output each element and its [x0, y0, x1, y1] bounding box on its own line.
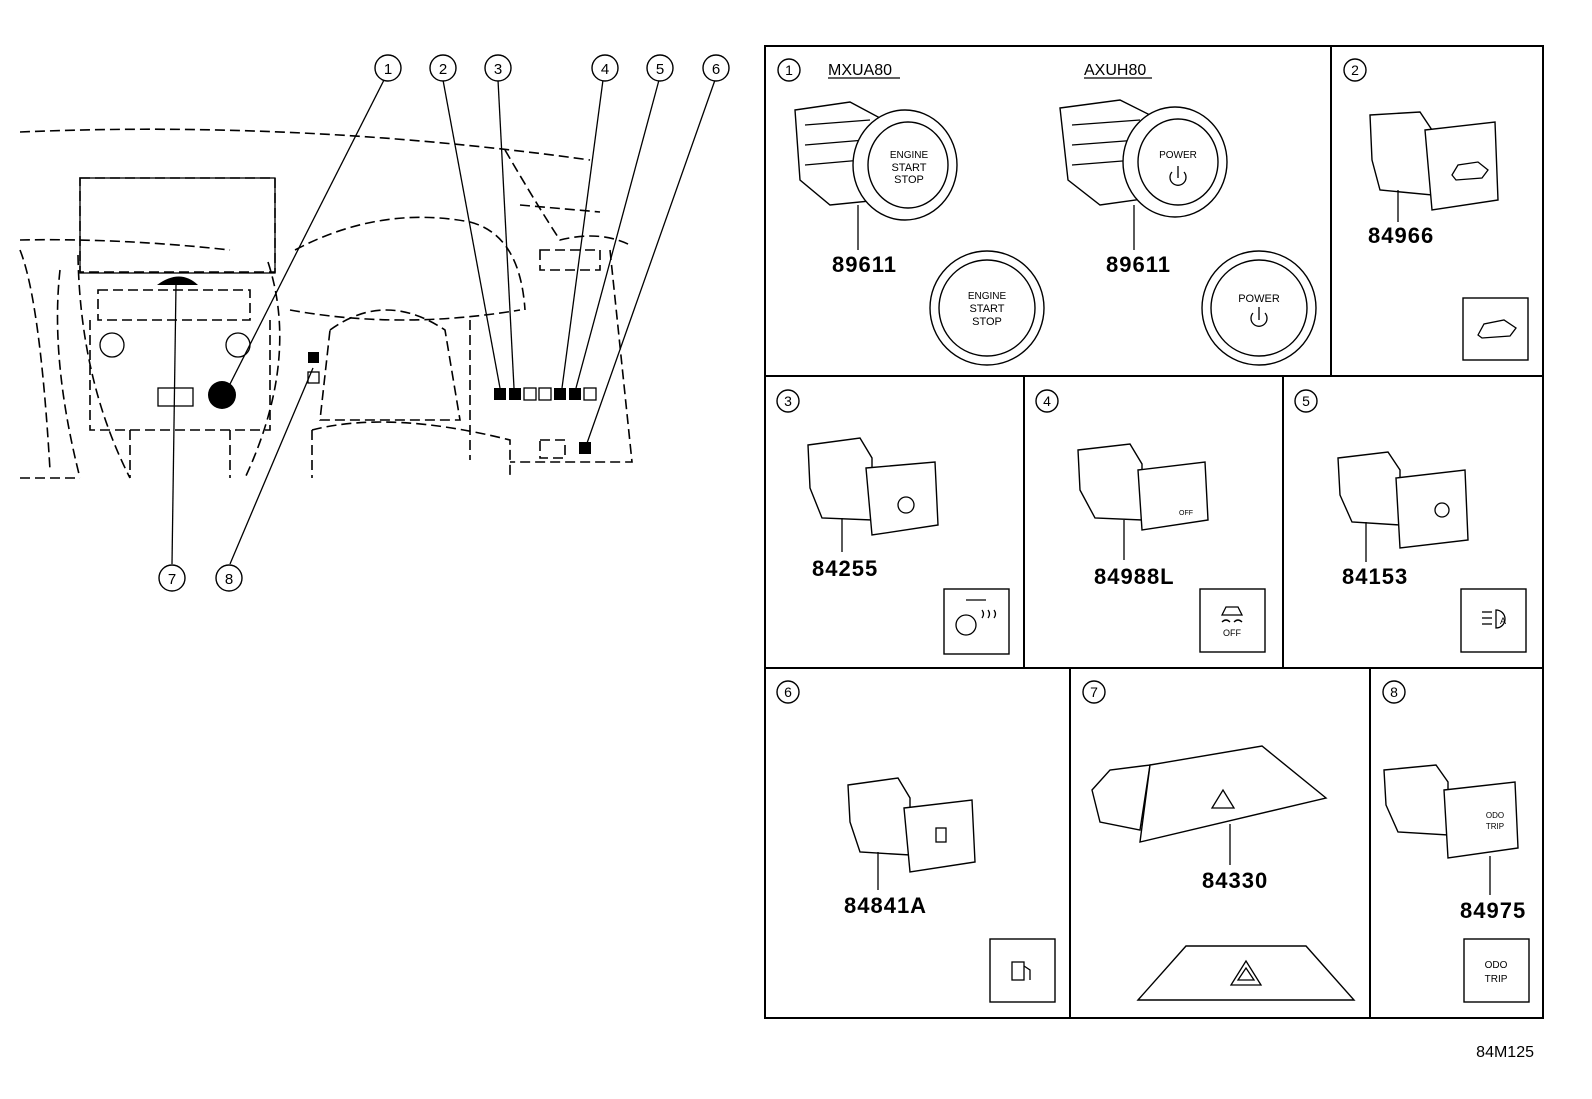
svg-text:2: 2 [439, 61, 447, 78]
power-icon [1250, 307, 1268, 327]
switch-part-84975: ODO TRIP [1383, 764, 1519, 895]
panel-2: 2 84966 [1343, 58, 1529, 361]
callout-1: 1 [374, 54, 402, 82]
part-number-84988l: 84988L [1094, 564, 1175, 589]
svg-text:1: 1 [384, 61, 392, 78]
panel-1: 1 MXUA80 AXUH80 ENGINE START STOP 89611 … [777, 58, 1317, 366]
svg-text:OFF: OFF [1179, 510, 1193, 517]
engine-start-switch-part: ENGINE START STOP [794, 101, 958, 250]
model-label-axuh80: AXUH80 [1084, 62, 1146, 79]
svg-text:A: A [1500, 616, 1506, 626]
dashboard-overview: 1 2 3 4 5 6 7 8 [19, 54, 730, 592]
part-number-84966: 84966 [1368, 223, 1434, 248]
callout-6: 6 [702, 54, 730, 82]
callout-2: 2 [429, 54, 457, 82]
power-button-face: POWER [1201, 250, 1317, 366]
panel-6: 6 84841A [776, 680, 1056, 1003]
auto-high-beam-icon: A [1460, 588, 1527, 653]
power-icon [1169, 166, 1187, 186]
svg-text:7: 7 [1090, 684, 1098, 700]
part-number-89611-a: 89611 [832, 252, 897, 277]
panel-7: 7 84330 [1082, 680, 1356, 1001]
svg-text:8: 8 [1390, 684, 1398, 700]
parts-grid [764, 45, 1544, 1019]
engine-start-button-face: ENGINE START STOP [929, 250, 1045, 366]
svg-text:7: 7 [168, 571, 176, 588]
callout-7: 7 [158, 564, 186, 592]
switch-part-84841a [847, 777, 976, 890]
panel-4: 4 OFF 84988L OFF [1035, 389, 1266, 653]
panel-5: 5 84153 A [1294, 389, 1527, 653]
svg-text:ENGINE: ENGINE [968, 291, 1007, 302]
svg-text:8: 8 [225, 571, 233, 588]
part-number-84255: 84255 [812, 556, 878, 581]
svg-text:TRIP: TRIP [1486, 822, 1504, 831]
part-number-84841a: 84841A [844, 893, 927, 918]
power-switch-part: POWER [1059, 99, 1228, 250]
svg-text:POWER: POWER [1159, 150, 1197, 161]
svg-text:1: 1 [785, 62, 793, 78]
vehicle-icon [1462, 297, 1529, 361]
svg-text:ODO: ODO [1485, 960, 1508, 971]
svg-text:ODO: ODO [1486, 811, 1504, 820]
part-number-84153: 84153 [1342, 564, 1408, 589]
hazard-triangle-icon [1136, 945, 1356, 1001]
traction-control-off-icon: OFF [1199, 588, 1266, 653]
svg-text:5: 5 [1302, 393, 1310, 409]
callout-5: 5 [646, 54, 674, 82]
switch-part-84255 [807, 437, 939, 552]
diagram-code: 84M125 [1476, 1044, 1534, 1061]
svg-text:OFF: OFF [1223, 628, 1241, 638]
svg-text:6: 6 [712, 61, 720, 78]
model-label-mxua80: MXUA80 [828, 62, 892, 79]
switch-part-84153 [1337, 451, 1469, 562]
callout-3: 3 [484, 54, 512, 82]
svg-text:5: 5 [656, 61, 664, 78]
svg-text:4: 4 [1043, 393, 1051, 409]
svg-text:3: 3 [784, 393, 792, 409]
svg-text:6: 6 [784, 684, 792, 700]
switch-part-84966 [1369, 111, 1499, 222]
fuel-door-icon [989, 938, 1056, 1003]
callout-4: 4 [591, 54, 619, 82]
svg-text:STOP: STOP [972, 316, 1002, 328]
odo-trip-icon: ODO TRIP [1463, 938, 1530, 1003]
svg-text:ENGINE: ENGINE [890, 150, 929, 161]
part-number-84330: 84330 [1202, 868, 1268, 893]
panel-3: 3 84255 [776, 389, 1010, 655]
svg-text:2: 2 [1351, 62, 1359, 78]
part-number-84975: 84975 [1460, 898, 1526, 923]
switch-part-84330 [1091, 745, 1328, 865]
svg-text:4: 4 [601, 61, 609, 78]
svg-text:POWER: POWER [1238, 293, 1280, 305]
svg-text:STOP: STOP [894, 174, 924, 186]
panel-8: 8 ODO TRIP 84975 ODO TRIP [1382, 680, 1530, 1003]
svg-text:TRIP: TRIP [1485, 974, 1508, 985]
svg-text:START: START [969, 303, 1004, 315]
part-number-89611-b: 89611 [1106, 252, 1171, 277]
switch-part-84988l: OFF [1077, 443, 1209, 560]
svg-text:START: START [891, 162, 926, 174]
svg-text:3: 3 [494, 61, 502, 78]
callout-8: 8 [215, 564, 243, 592]
heated-steering-wheel-icon [943, 588, 1010, 655]
